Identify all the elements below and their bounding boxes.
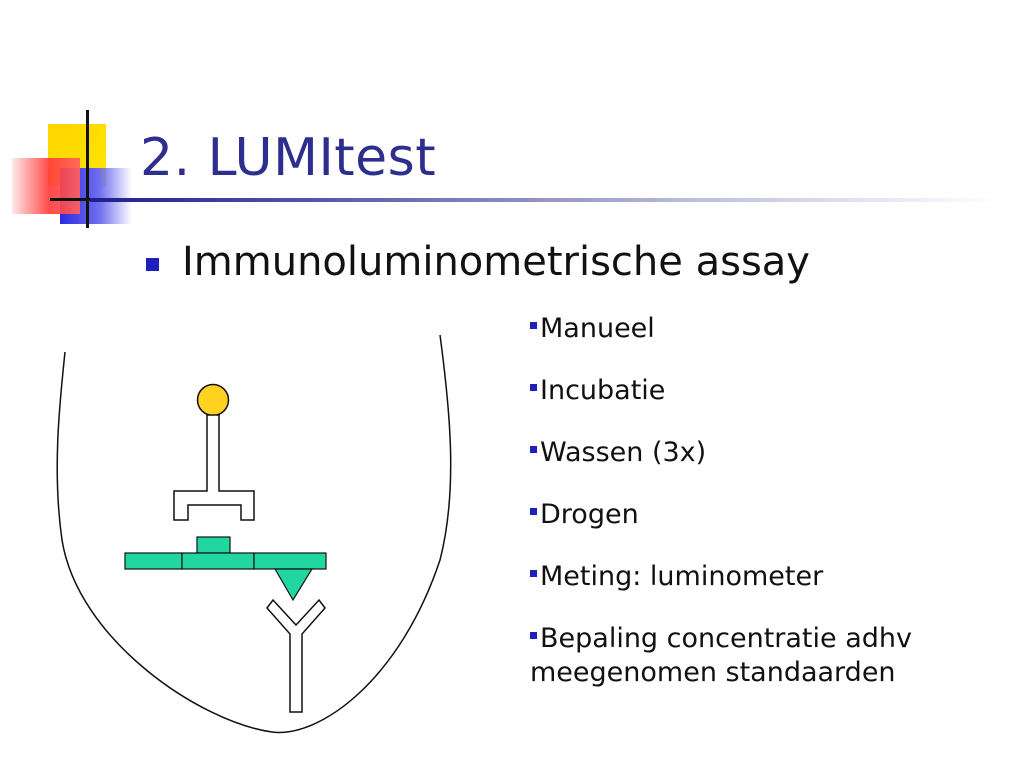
list-item-text: Bepaling concentratie adhv meegenomen st… [530,623,912,688]
slide-title: 2. LUMItest [140,128,437,188]
square-bullet-icon [146,258,159,271]
sub-bullet-list: Manueel Incubatie Wassen (3x) Drogen Met… [530,312,950,690]
list-item-text: Wassen (3x) [540,437,707,468]
list-item-text: Incubatie [540,375,666,406]
list-item-text: Drogen [540,499,639,530]
list-item: Drogen [530,498,950,532]
antigen-bar-right [253,552,327,570]
list-item-text: Meting: luminometer [540,561,824,592]
list-item: Bepaling concentratie adhv meegenomen st… [530,622,950,690]
antigen-triangle [273,568,314,602]
well-outline [56,334,452,734]
list-item: Meting: luminometer [530,560,950,594]
square-bullet-icon [530,632,537,639]
list-item: Wassen (3x) [530,436,950,470]
decor-red-square [12,158,80,214]
label-circle-icon [196,383,230,417]
square-bullet-icon [530,384,537,391]
list-item: Incubatie [530,374,950,408]
antigen-bar-middle [181,552,255,570]
capture-antibody-icon [266,598,326,713]
decor-vertical-line [86,110,89,228]
square-bullet-icon [530,322,537,329]
list-item-text: Manueel [540,313,655,344]
list-item: Manueel [530,312,950,346]
antigen-bar-left [124,552,183,570]
title-underline [90,198,1000,202]
immunoassay-diagram [56,334,452,734]
square-bullet-icon [530,508,537,515]
antibody-icon [173,414,255,521]
square-bullet-icon [530,446,537,453]
antigen-icon [196,536,231,554]
square-bullet-icon [530,570,537,577]
main-bullet-text: Immunoluminometrische assay [182,239,810,285]
